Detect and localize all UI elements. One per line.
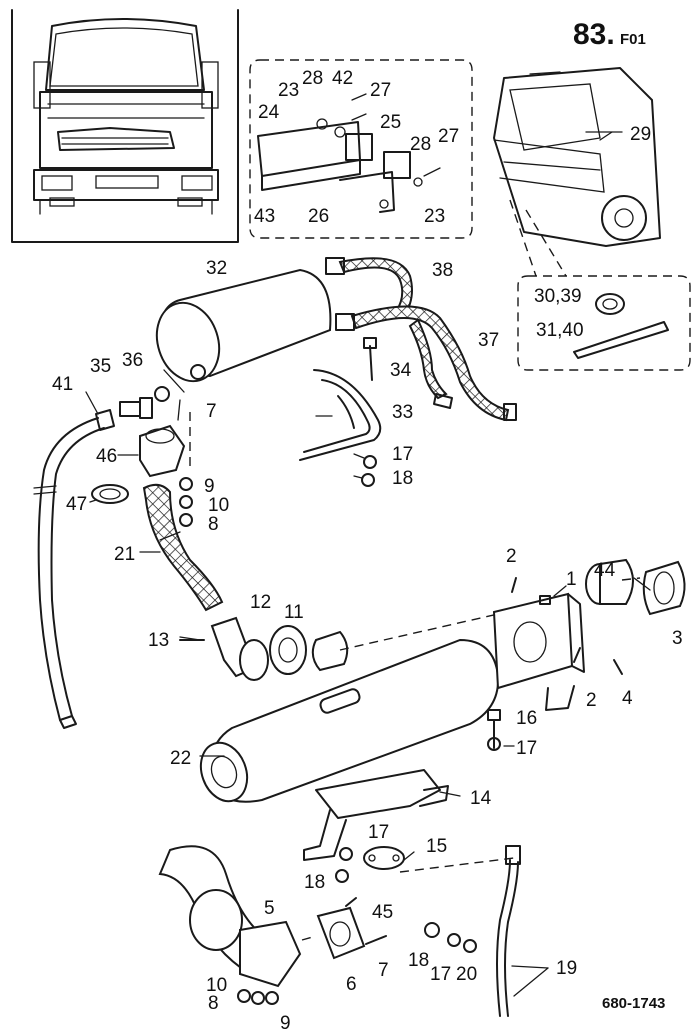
callout-5: 5 — [264, 898, 275, 919]
callout-2-bottom: 2 — [586, 690, 597, 711]
rod-19 — [496, 845, 521, 1017]
callout-21: 21 — [114, 544, 135, 565]
callout-12: 12 — [250, 592, 271, 613]
callout-17-lower: 17 — [430, 964, 451, 985]
drawing-reference: 680-1743 — [602, 995, 665, 1012]
muffler-bracket-14-15 — [303, 769, 449, 870]
callout-46: 46 — [96, 446, 117, 467]
callout-20: 20 — [456, 964, 477, 985]
callout-30-39: 30,39 — [534, 286, 582, 307]
callout-22: 22 — [170, 748, 191, 769]
callout-6: 6 — [346, 974, 357, 995]
callout-3: 3 — [672, 628, 683, 649]
callout-17-upper: 17 — [392, 444, 413, 465]
callout-leaders — [85, 131, 651, 997]
callout-29: 29 — [630, 124, 651, 145]
callout-15: 15 — [426, 836, 447, 857]
nuts-17-18-20-lower — [335, 455, 477, 953]
callout-8-upper: 8 — [208, 514, 219, 535]
heater-box-1 — [492, 592, 585, 711]
callout-1: 1 — [566, 569, 577, 590]
callout-8-lower: 8 — [208, 993, 219, 1014]
callout-10-lower: 10 — [206, 975, 227, 996]
callout-7-upper: 7 — [206, 401, 217, 422]
callout-37: 37 — [478, 330, 499, 351]
callout-28-top: 28 — [302, 68, 323, 89]
page-number: 83. — [573, 18, 615, 51]
callout-38: 38 — [432, 260, 453, 281]
callout-labels: 1 2 2 3 4 5 6 7 7 8 8 9 9 10 10 11 12 13… — [52, 68, 683, 1034]
callout-9-lower: 9 — [280, 1013, 291, 1034]
bracket-detail-inset — [249, 59, 473, 239]
callout-4: 4 — [622, 688, 633, 709]
callout-45: 45 — [372, 902, 393, 923]
callout-9-upper: 9 — [204, 476, 215, 497]
braided-hoses-37-38 — [325, 257, 517, 422]
hose-21 — [142, 483, 224, 612]
callout-17-right: 17 — [516, 738, 537, 759]
page-suffix: F01 — [620, 31, 646, 48]
callout-26: 26 — [308, 206, 329, 227]
callout-14: 14 — [470, 788, 492, 809]
muffler-22 — [199, 638, 500, 803]
assembly-guides — [189, 412, 641, 941]
callout-41: 41 — [52, 374, 73, 395]
callout-13: 13 — [148, 630, 169, 651]
tailpipe-elbow-5 — [158, 845, 302, 988]
bolt-16-nut-17 — [487, 709, 501, 751]
callout-23-left: 23 — [278, 80, 299, 101]
page-code: 83. F01 — [573, 18, 646, 51]
hose-41 — [33, 409, 115, 729]
callout-34: 34 — [390, 360, 412, 381]
callout-28-right: 28 — [410, 134, 431, 155]
callout-47: 47 — [66, 494, 87, 515]
washers-8-9-10-upper — [179, 477, 193, 527]
callout-35: 35 — [90, 356, 111, 377]
screws-2-4 — [511, 577, 623, 675]
tank-32 — [155, 268, 332, 383]
callout-27-top: 27 — [370, 80, 391, 101]
truck-cab-perspective — [493, 67, 661, 247]
callout-23-right: 23 — [424, 206, 445, 227]
callout-17-center: 17 — [368, 822, 389, 843]
callout-19: 19 — [556, 958, 577, 979]
callout-7-lower: 7 — [378, 960, 389, 981]
callout-33: 33 — [392, 402, 413, 423]
callout-32: 32 — [206, 258, 227, 279]
sleeves-44-3 — [585, 558, 686, 616]
washers-8-9-10-lower — [237, 989, 279, 1005]
fittings-35-36-46-47 — [91, 386, 186, 504]
callout-44: 44 — [594, 560, 616, 581]
callout-18-lower: 18 — [408, 950, 429, 971]
callout-43: 43 — [254, 206, 275, 227]
callout-2-top: 2 — [506, 546, 517, 567]
callout-27-right: 27 — [438, 126, 459, 147]
flange-6 — [316, 897, 387, 960]
callout-10-upper: 10 — [208, 495, 229, 516]
callout-25: 25 — [380, 112, 401, 133]
callout-24: 24 — [258, 102, 280, 123]
callout-11: 11 — [284, 602, 304, 623]
elbow-11-12 — [179, 616, 349, 681]
callout-36: 36 — [122, 350, 143, 371]
tank-strap-33 — [299, 337, 382, 461]
callout-31-40: 31,40 — [536, 320, 584, 341]
callout-18-center: 18 — [304, 872, 325, 893]
callout-16: 16 — [516, 708, 537, 729]
seal-detail-inset — [509, 199, 691, 371]
callout-42: 42 — [332, 68, 353, 89]
truck-front-view-inset — [11, 9, 239, 243]
callout-18-upper: 18 — [392, 468, 413, 489]
